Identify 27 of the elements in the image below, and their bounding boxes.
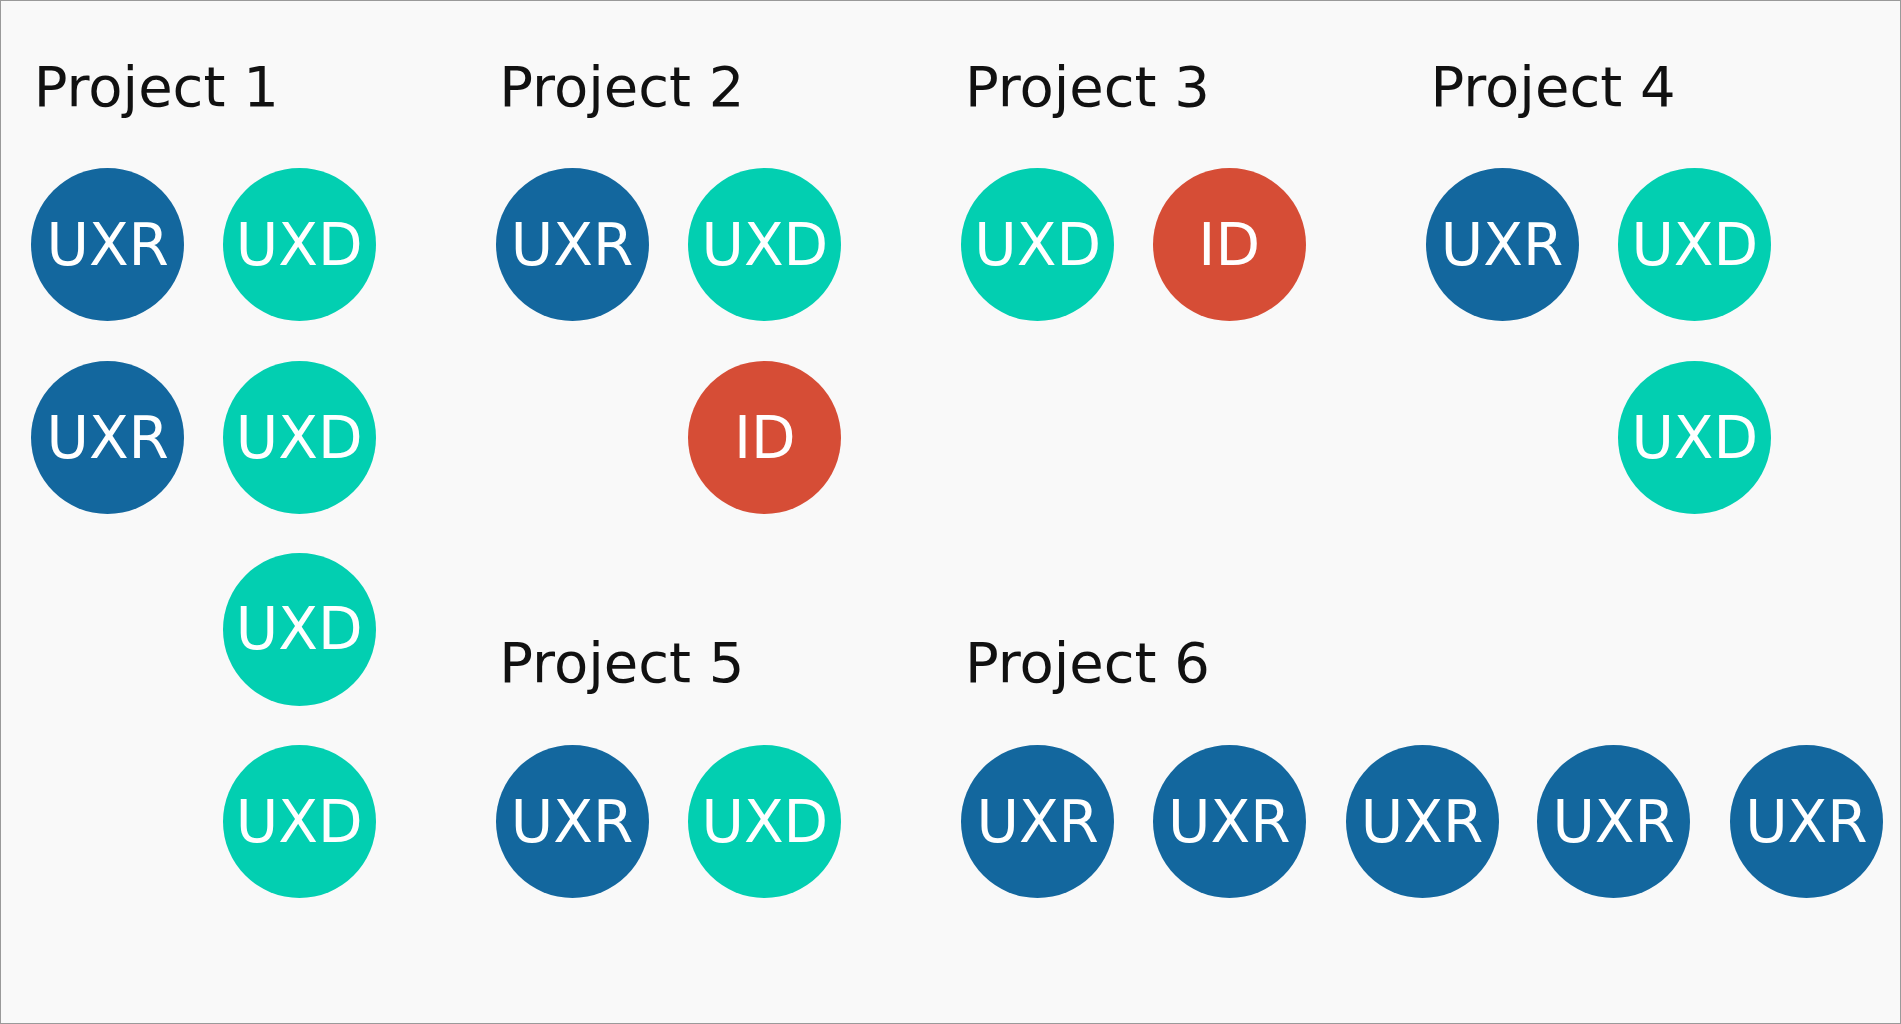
circle-badge: UXR [1345,745,1499,899]
project-heading: Project 2 [499,59,745,116]
circle-badge: UXD [961,168,1115,322]
circle-badge: UXD [1618,361,1772,514]
circle-badge: UXD [222,745,376,899]
circle-badge: UXR [1537,745,1691,899]
circle-badge: UXR [1425,168,1579,322]
circle-badge: UXR [1729,745,1883,899]
circle-badge: UXR [961,745,1115,899]
circle-badge: UXR [1152,745,1306,899]
circle-badge: UXR [31,168,185,322]
circle-badge: ID [1152,168,1306,322]
circle-badge: UXD [222,552,376,706]
circle-badge: UXD [222,361,376,514]
project-heading: Project 1 [33,59,279,116]
circle-badge: ID [688,361,842,514]
circle-badge: UXD [222,168,376,322]
circle-badge: UXD [1618,168,1772,322]
circle-badge: UXD [688,745,842,899]
circle-badge: UXD [688,168,842,322]
project-heading: Project 6 [964,635,1210,692]
circle-badge: UXR [495,168,649,322]
project-heading: Project 3 [964,59,1210,116]
circle-badge: UXR [31,361,185,514]
circle-badge: UXR [495,745,649,899]
project-heading: Project 5 [499,635,745,692]
project-heading: Project 4 [1430,59,1676,116]
